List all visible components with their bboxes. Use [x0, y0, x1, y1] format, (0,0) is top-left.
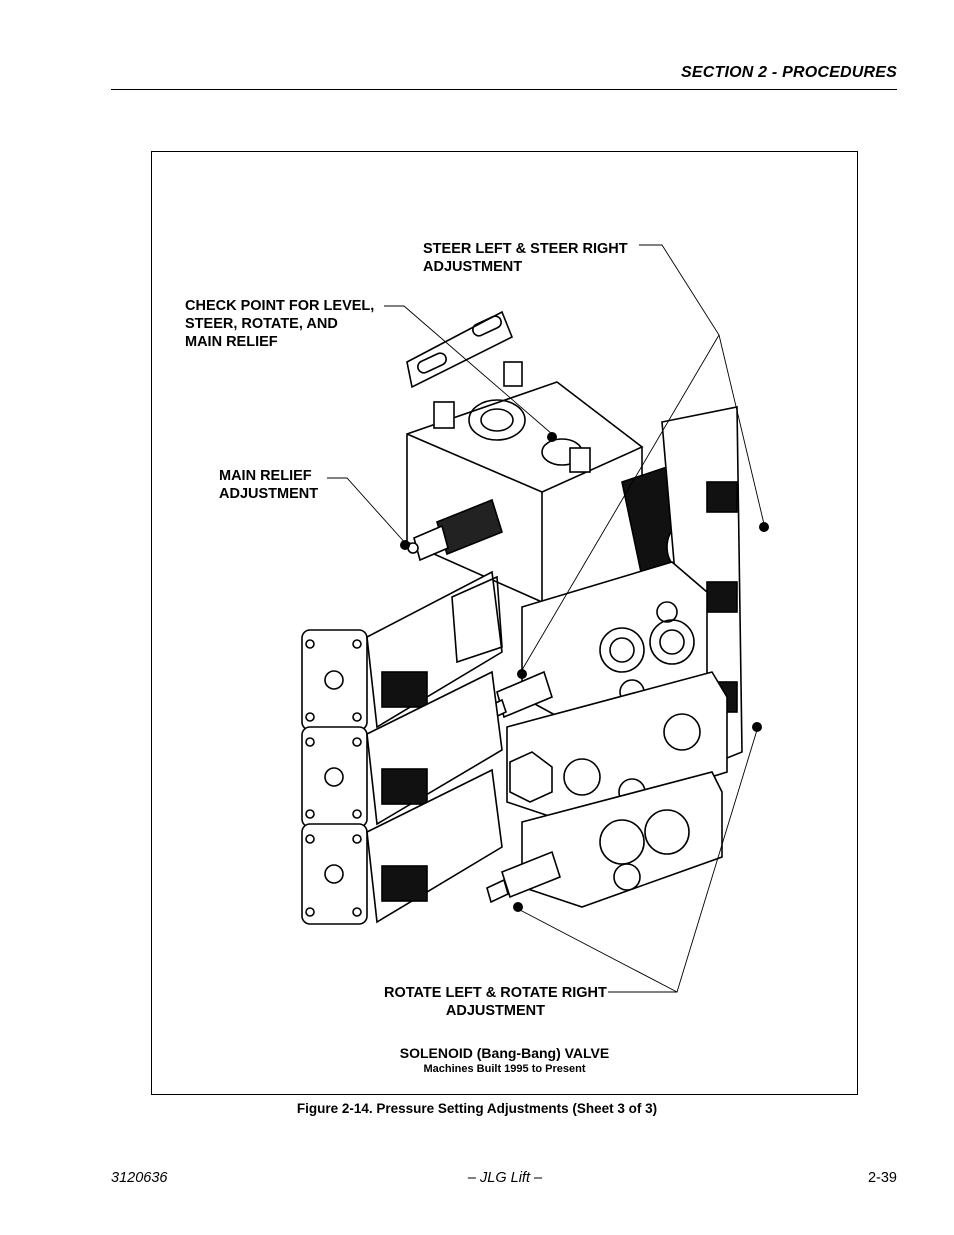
- rotate-callout-line-2: ADJUSTMENT: [445, 1003, 545, 1019]
- check-point-callout: CHECK POINT FOR LEVEL, STEER, ROTATE, AN…: [185, 297, 374, 351]
- check-point-callout-line-2: STEER, ROTATE, AND: [185, 316, 338, 332]
- figure-title: SOLENOID (Bang-Bang) VALVE: [399, 1045, 610, 1061]
- steer-adjustment-callout: STEER LEFT & STEER RIGHT ADJUSTMENT: [423, 240, 628, 276]
- rotate-callout-line-1: ROTATE LEFT & ROTATE RIGHT: [384, 985, 607, 1001]
- check-point-callout-line-3: MAIN RELIEF: [185, 334, 278, 350]
- figure-caption: Figure 2-14. Pressure Setting Adjustment…: [296, 1101, 658, 1116]
- steer-callout-line-2: ADJUSTMENT: [423, 259, 523, 275]
- main-relief-callout-line-2: ADJUSTMENT: [219, 486, 319, 502]
- page-number: 2-39: [867, 1170, 897, 1186]
- header-rule: [111, 89, 897, 90]
- doc-number: 3120636: [111, 1170, 168, 1186]
- steer-callout-line-1: STEER LEFT & STEER RIGHT: [423, 241, 628, 257]
- main-relief-callout-line-1: MAIN RELIEF: [219, 468, 312, 484]
- main-relief-callout: MAIN RELIEF ADJUSTMENT: [219, 467, 318, 503]
- publisher-name: – JLG Lift –: [467, 1170, 543, 1186]
- figure-subtitle: Machines Built 1995 to Present: [423, 1063, 586, 1075]
- rotate-adjustment-callout: ROTATE LEFT & ROTATE RIGHT ADJUSTMENT: [384, 984, 607, 1020]
- solenoid-valve-illustration: [301, 244, 769, 993]
- check-point-callout-line-1: CHECK POINT FOR LEVEL,: [185, 298, 375, 314]
- section-title: SECTION 2 - PROCEDURES: [681, 64, 897, 81]
- figure-frame: STEER LEFT & STEER RIGHT ADJUSTMENT CHEC…: [151, 151, 858, 1095]
